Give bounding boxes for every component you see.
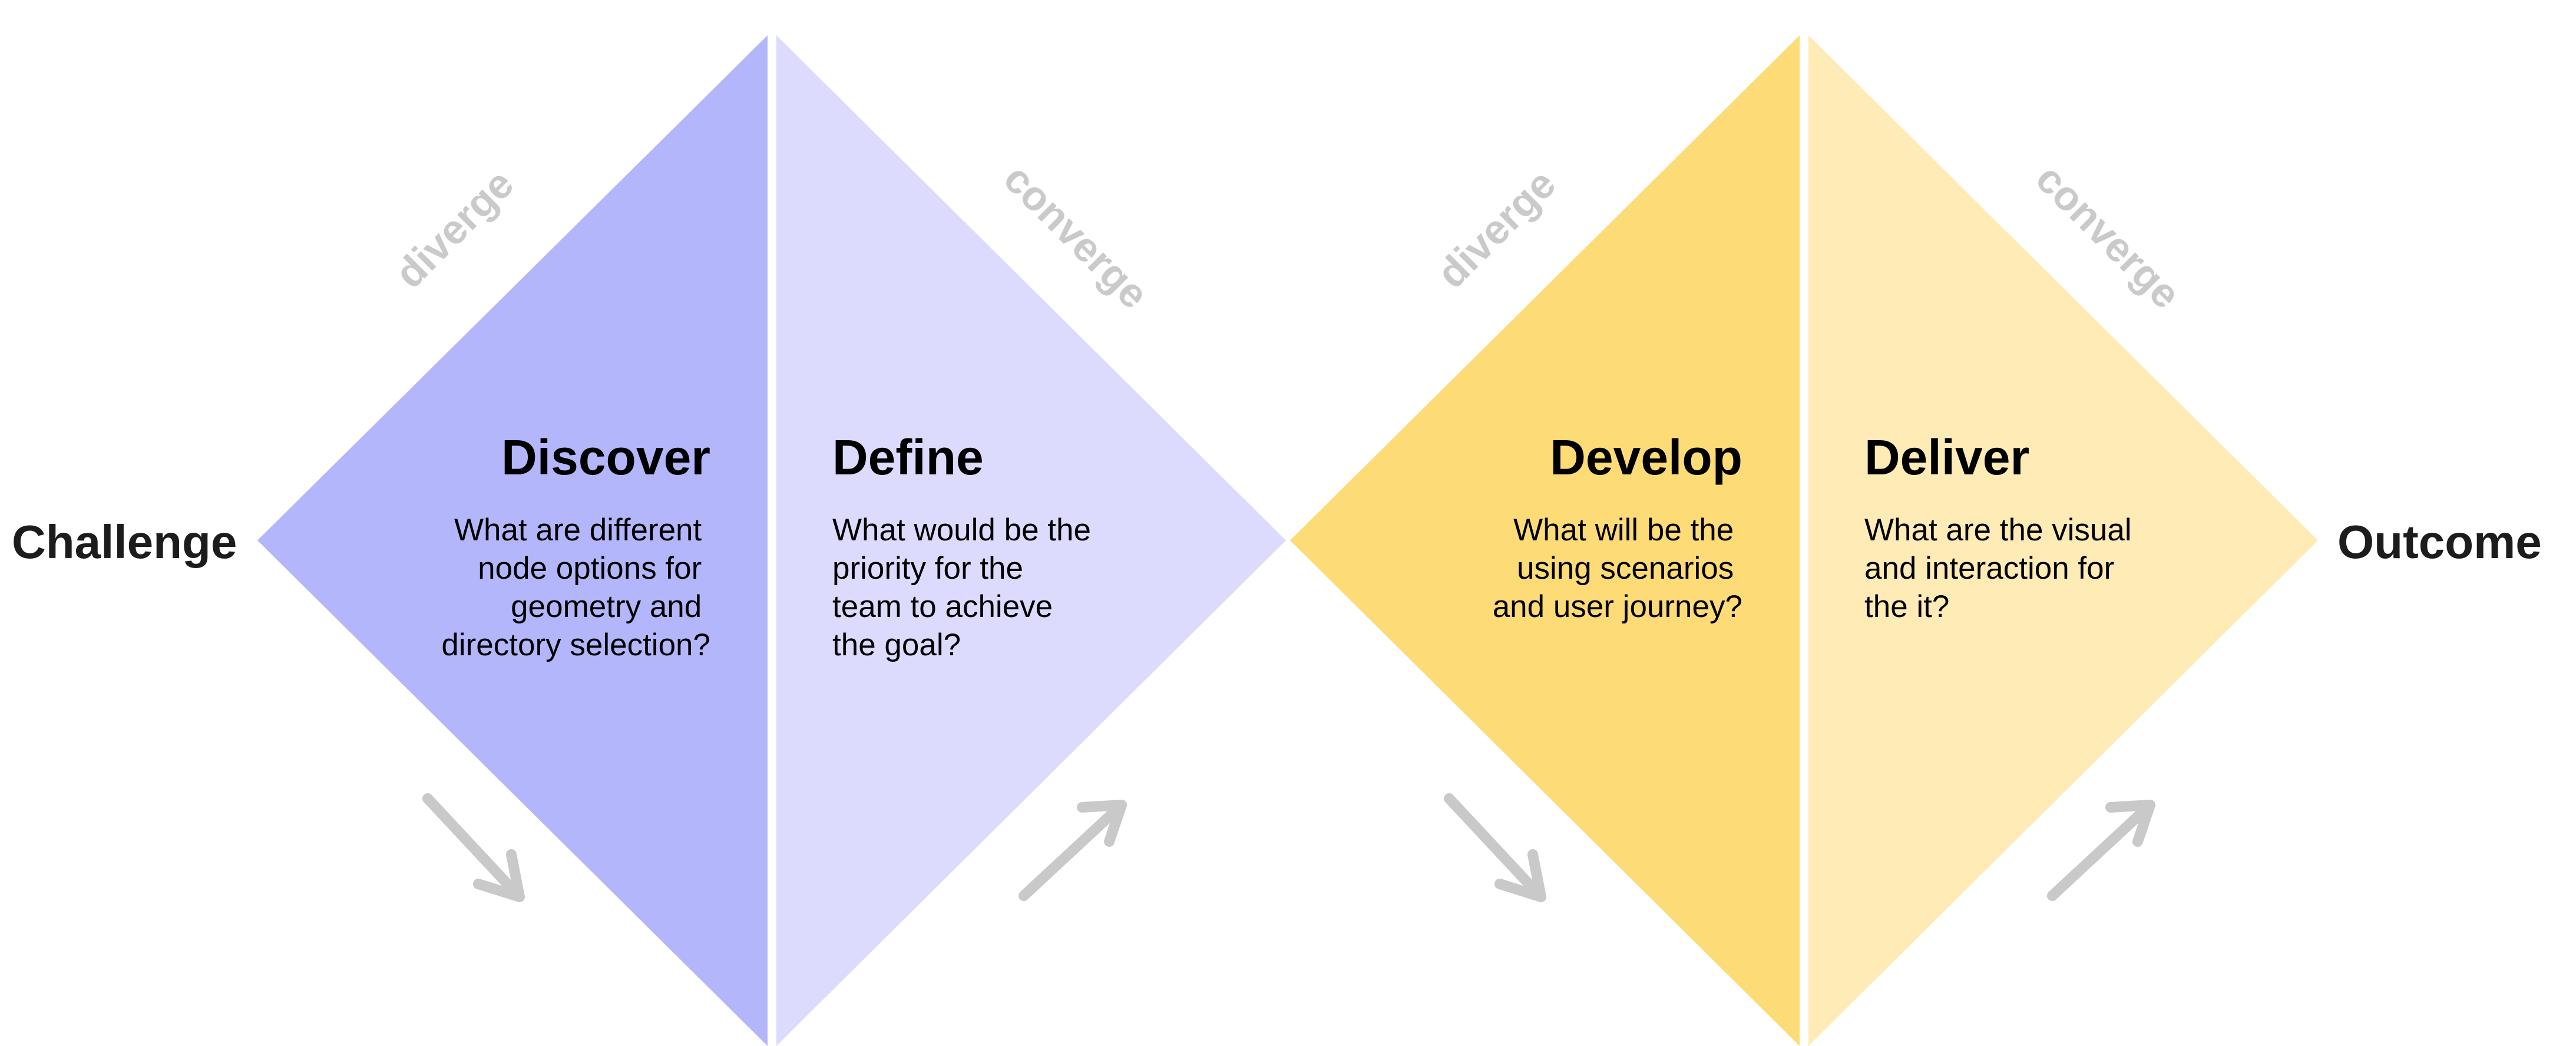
question-line: What are the visual — [1864, 513, 2132, 547]
phase-title-develop: Develop — [1550, 430, 1742, 485]
diverge-label-first: diverge — [386, 160, 522, 296]
phase-develop: Develop What will be the using scenarios… — [1493, 430, 1742, 624]
question-line: team to achieve — [832, 589, 1053, 624]
converge-arrow-icon — [1019, 800, 1127, 901]
question-line: What are different — [454, 513, 702, 547]
deliver-converge-triangle — [1808, 35, 2318, 1046]
discover-diverge-triangle — [257, 35, 768, 1046]
phase-question-define: What would be the priority for the team … — [832, 513, 1100, 662]
phase-title-deliver: Deliver — [1864, 430, 2029, 485]
question-line: the goal? — [832, 628, 961, 662]
question-line: directory selection? — [441, 628, 710, 662]
develop-diverge-triangle — [1290, 35, 1800, 1046]
challenge-label: Challenge — [12, 516, 237, 568]
phase-question-discover: What are different node options for geom… — [441, 513, 710, 662]
phase-question-develop: What will be the using scenarios and use… — [1493, 513, 1742, 624]
define-converge-triangle — [776, 35, 1286, 1046]
question-line: and user journey? — [1493, 589, 1742, 624]
question-line: using scenarios — [1517, 551, 1734, 586]
phase-title-define: Define — [832, 430, 984, 485]
diverge-label-second: diverge — [1428, 160, 1564, 296]
question-line: the it? — [1864, 589, 1949, 624]
phase-define: Define What would be the priority for th… — [832, 430, 1100, 662]
phase-question-deliver: What are the visual and interaction for … — [1864, 513, 2140, 624]
question-line: What would be the — [832, 513, 1091, 547]
question-line: and interaction for — [1864, 551, 2114, 586]
question-line: node options for — [478, 551, 702, 586]
phase-title-discover: Discover — [501, 430, 710, 485]
question-line: geometry and — [511, 589, 702, 624]
converge-arrow-icon — [2047, 800, 2155, 901]
diverge-arrow-icon — [1444, 793, 1546, 902]
outcome-label: Outcome — [2337, 516, 2542, 568]
question-line: What will be the — [1513, 513, 1734, 547]
question-line: priority for the — [832, 551, 1023, 586]
diverge-arrow-icon — [422, 793, 525, 902]
phase-deliver: Deliver What are the visual and interact… — [1864, 430, 2140, 624]
phase-discover: Discover What are different node options… — [441, 430, 710, 662]
